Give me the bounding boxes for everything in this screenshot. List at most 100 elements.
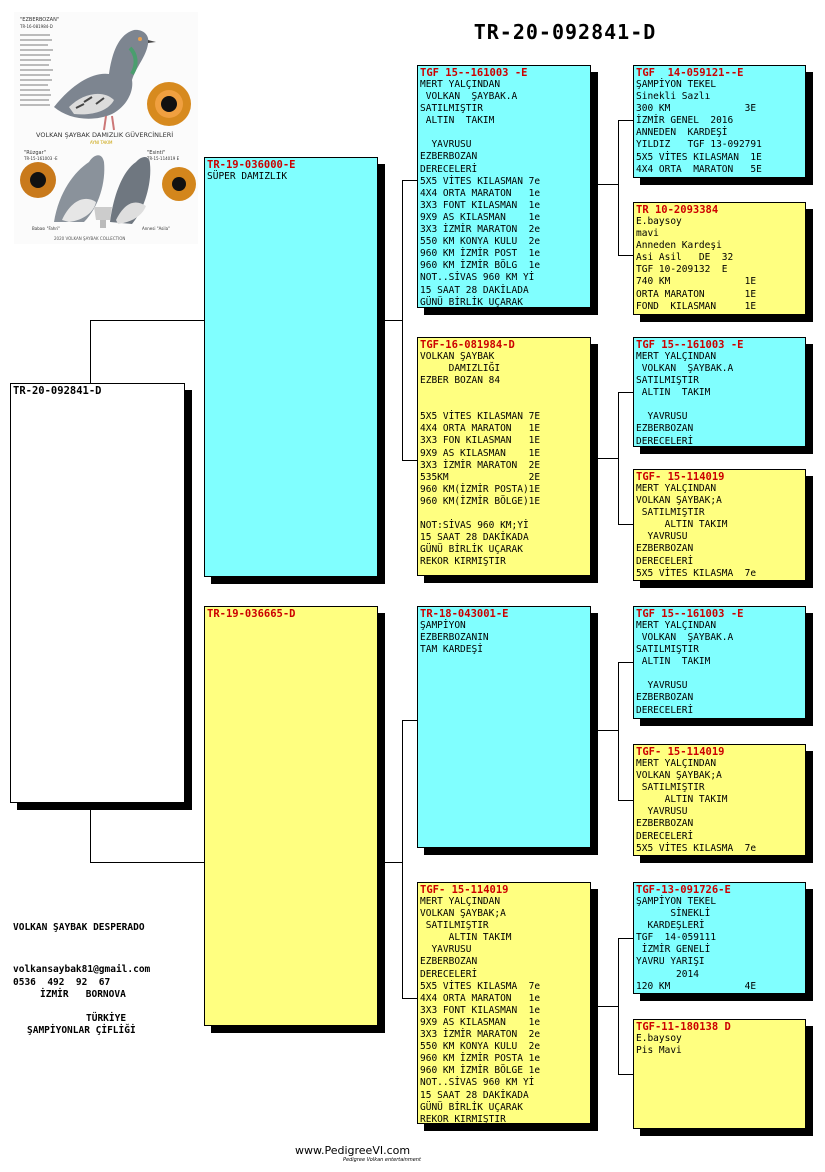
card-line: GÜNÜ BİRLİK UÇARAK xyxy=(420,544,523,556)
card-line: EZBERBOZAN xyxy=(636,692,694,704)
owner-email[interactable]: volkansaybak81@gmail.com xyxy=(13,964,151,975)
card-line: MERT YALÇINDAN xyxy=(636,351,717,362)
card-line: VOLKAN ŞAYBAK;A xyxy=(420,908,506,920)
card-line: YAVRUSU xyxy=(636,680,688,692)
card-line: Asi Asil DE 32 xyxy=(636,252,734,264)
card-line: SATILMIŞTIR xyxy=(636,644,699,656)
owner-country: TÜRKİYE xyxy=(86,1013,127,1024)
card-line: 550 KM KONYA KULU 2e xyxy=(420,236,541,248)
card-line: 3X3 FONT KILASMAN 1e xyxy=(420,199,541,211)
card-line: 5X5 VİTES KILASMAN 7E xyxy=(420,411,541,423)
photo-left-sub: Babası "Fahri" xyxy=(32,226,60,231)
gg-card-8[interactable]: TGF-11-180138 D E.baysoy Pis Mavi xyxy=(633,1019,806,1129)
pigeon-photo-illustration: "EZBERBOZAN" TR-16-081984-D VOLKAN ŞAYBA… xyxy=(19,17,196,241)
card-line: EZBERBOZAN xyxy=(420,956,478,968)
gg-card-6[interactable]: TGF- 15-114019 MERT YALÇINDAN VOLKAN ŞAY… xyxy=(633,744,806,856)
card-line: 3X3 İZMİR MARATON 2e xyxy=(420,1029,541,1041)
card-line: ALTIN TAKIM xyxy=(636,519,728,531)
card-line: SATILMIŞTIR xyxy=(420,103,483,115)
card-line: TAM KARDEŞİ xyxy=(420,644,483,656)
card-line: 4X4 ORTA MARATON 1e xyxy=(420,992,541,1004)
card-line: 3X3 İZMİR MARATON 2e xyxy=(420,224,541,236)
sire-dam-card[interactable]: TGF-16-081984-D VOLKAN ŞAYBAK DAMIZLIĞI … xyxy=(417,337,591,576)
card-line: NOT:SİVAS 960 KM;Yİ xyxy=(420,520,529,532)
dam-card[interactable]: TR-19-036665-D xyxy=(204,606,378,1026)
subject-card[interactable]: TR-20-092841-D xyxy=(10,383,185,803)
card-line: DERECELERİ xyxy=(636,704,694,716)
card-line xyxy=(636,668,803,680)
gg-card-1[interactable]: TGF 14-059121--E ŞAMPİYON TEKEL Sinekli … xyxy=(633,65,806,178)
photo-right-ring: TR-15-114019 E xyxy=(146,156,180,161)
card-line: TGF 10-209132 E xyxy=(636,264,728,276)
gg-card-4[interactable]: TGF- 15-114019 MERT YALÇINDAN VOLKAN ŞAY… xyxy=(633,469,806,581)
card-line: DAMIZLIĞI xyxy=(420,363,501,375)
card-line: MERT YALÇINDAN xyxy=(636,620,717,631)
ring-number: TGF- 15-114019 xyxy=(420,884,509,896)
card-line: 3X3 İZMİR MARATON 2E xyxy=(420,459,541,471)
gg-card-5[interactable]: TGF 15--161003 -E MERT YALÇINDAN VOLKAN … xyxy=(633,606,806,719)
card-line: 535KM 2E xyxy=(420,471,541,483)
card-line: 15 SAAT 28 DAKİLADA xyxy=(420,284,529,296)
card-line: ALTIN TAKIM xyxy=(420,115,495,127)
card-line: DERECELERİ xyxy=(636,555,694,567)
connector xyxy=(384,320,402,321)
card-line: VOLKAN ŞAYBAK;A xyxy=(636,495,722,507)
connector xyxy=(598,458,618,459)
connector xyxy=(598,1006,618,1007)
card-line: SİNEKLİ xyxy=(636,908,711,920)
card-line: E.baysoy xyxy=(636,1033,682,1044)
gg-card-2[interactable]: TR 10-2093384 E.baysoy mavi Anneden Kard… xyxy=(633,202,806,315)
ring-number: TGF-11-180138 D xyxy=(636,1021,731,1033)
connector xyxy=(618,662,619,800)
card-line: SATILMIŞTIR xyxy=(636,375,699,387)
ring-number: TR-18-043001-E xyxy=(420,608,509,620)
card-line: İZMİR GENEL 2016 xyxy=(636,115,734,127)
photo-left-label: "Rüzgar" xyxy=(24,150,46,156)
card-line: VOLKAN ŞAYBAK.A xyxy=(636,363,734,375)
footer-tagline: Pedigree Volkan entertainment xyxy=(343,1157,421,1163)
ring-number: TR-20-092841-D xyxy=(13,385,102,397)
ring-number: TGF 15--161003 -E xyxy=(636,608,744,620)
card-line: 3X3 FON KILASMAN 1E xyxy=(420,435,541,447)
connector xyxy=(402,180,418,181)
card-line: MERT YALÇINDAN xyxy=(420,79,501,90)
dam-dam-card[interactable]: TGF- 15-114019 MERT YALÇINDAN VOLKAN ŞAY… xyxy=(417,882,591,1124)
card-line: SÜPER DAMIZLIK xyxy=(207,171,288,182)
card-line: TGF 14-059111 xyxy=(636,932,717,944)
connector xyxy=(618,524,634,525)
card-line: 120 KM 4E xyxy=(636,980,757,992)
card-line: SATILMIŞTIR xyxy=(636,782,705,794)
card-line xyxy=(420,387,588,399)
connector xyxy=(90,862,205,863)
footer-logo[interactable]: www.PedigreeVI.com Pedigree Volkan enter… xyxy=(295,1144,421,1163)
connector xyxy=(618,1074,634,1075)
owner-phone[interactable]: 0536 492 92 67 xyxy=(13,977,111,988)
ring-number: TGF 15--161003 -E xyxy=(636,339,744,351)
card-line: VOLKAN ŞAYBAK xyxy=(420,351,495,362)
gg-card-7[interactable]: TGF-13-091726-E ŞAMPİYON TEKEL SİNEKLİ K… xyxy=(633,882,806,994)
card-line: ŞAMPİYON TEKEL xyxy=(636,896,717,907)
connector xyxy=(90,320,205,321)
gg-card-3[interactable]: TGF 15--161003 -E MERT YALÇINDAN VOLKAN … xyxy=(633,337,806,447)
owner-farm: ŞAMPİYONLAR ÇİFLİĞİ xyxy=(27,1025,136,1036)
sire-sire-card[interactable]: TGF 15--161003 -E MERT YALÇINDAN VOLKAN … xyxy=(417,65,591,308)
card-line: EZBERBOZAN xyxy=(636,818,694,830)
card-line: DERECELERİ xyxy=(420,968,478,980)
connector xyxy=(618,392,634,393)
page-title: TR-20-092841-D xyxy=(473,20,657,44)
card-line: 960 KM(İZMİR POSTA)1E xyxy=(420,483,541,495)
connector xyxy=(402,460,418,461)
card-line: 960 KM İZMİR BÖLG 1e xyxy=(420,260,541,272)
card-line: FOND KILASMAN 1E xyxy=(636,300,757,312)
card-line: NOT..SİVAS 960 KM Yİ xyxy=(420,272,535,284)
card-line: 9X9 AS KILASMAN 1e xyxy=(420,211,541,223)
card-line: 300 KM 3E xyxy=(636,103,757,115)
card-line: 5X5 VİTES KILASMA 7e xyxy=(636,567,757,579)
dam-sire-card[interactable]: TR-18-043001-E ŞAMPİYON EZBERBOZANIN TAM… xyxy=(417,606,591,848)
connector xyxy=(618,392,619,524)
sire-card[interactable]: TR-19-036000-E SÜPER DAMIZLIK xyxy=(204,157,378,577)
card-line: ALTIN TAKIM xyxy=(420,932,512,944)
card-line: 960 KM(İZMİR BÖLGE)1E xyxy=(420,495,541,507)
ring-number: TR 10-2093384 xyxy=(636,204,719,216)
card-line: ORTA MARATON 1E xyxy=(636,288,757,300)
